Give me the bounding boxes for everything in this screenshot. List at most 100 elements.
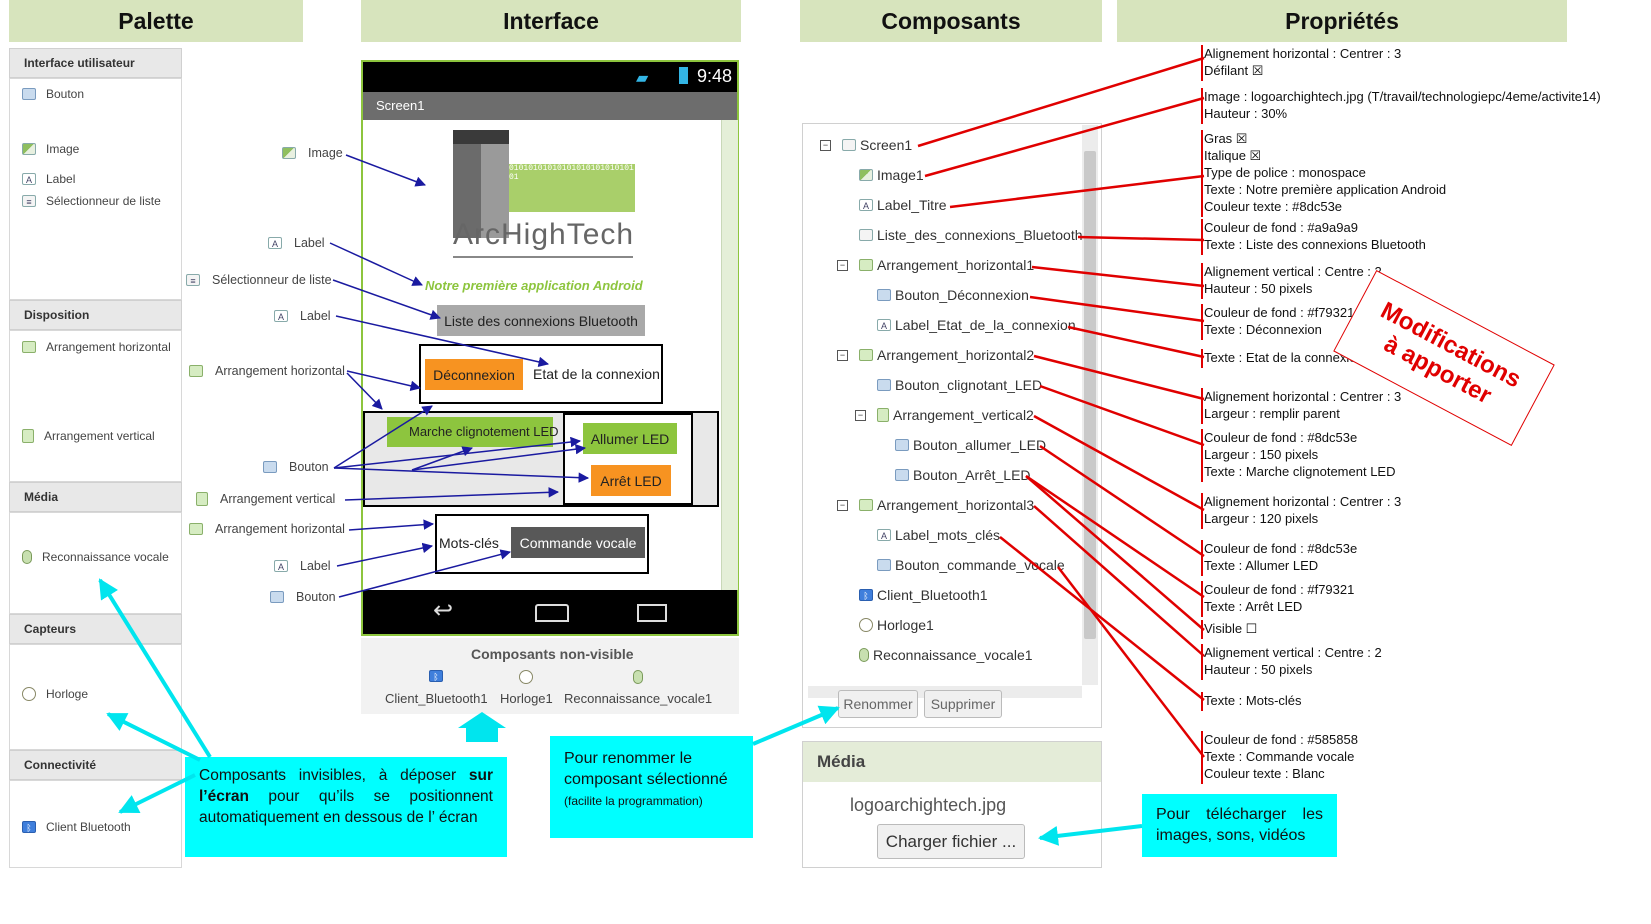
led-on-button[interactable]: Allumer LED xyxy=(583,423,677,454)
tree-item-label: Image1 xyxy=(877,167,924,183)
palette-item-label: Label xyxy=(46,172,76,186)
palette-section-capteurs[interactable]: Capteurs xyxy=(9,614,182,644)
tree-item[interactable]: Arrangement_horizontal3 xyxy=(859,497,1034,513)
logo-text: ArcHighTech xyxy=(453,218,635,251)
vertical-arrangement-icon xyxy=(877,408,889,422)
tree-collapse-toggle[interactable]: − xyxy=(837,350,848,361)
property-line: Couleur de fond : #f79321 xyxy=(1204,305,1355,320)
upload-button[interactable]: Charger fichier ... xyxy=(877,824,1025,859)
tree-item[interactable]: Arrangement_vertical2 xyxy=(877,407,1034,423)
list-picker-icon xyxy=(859,229,873,241)
tree-collapse-toggle[interactable]: − xyxy=(855,410,866,421)
tree-collapse-toggle[interactable]: − xyxy=(820,140,831,151)
palette-item-harrangement[interactable]: Arrangement horizontal xyxy=(22,340,171,354)
tree-scroll-thumb[interactable] xyxy=(1084,151,1096,639)
horizontal-arrangement-icon xyxy=(189,523,203,535)
property-line: Texte : Mots-clés xyxy=(1204,693,1302,708)
palette-item-bouton[interactable]: Bouton xyxy=(22,87,84,101)
nonvisible-clock[interactable]: Horloge1 xyxy=(500,691,553,706)
media-panel: Média logoarchightech.jpg Charger fichie… xyxy=(802,741,1102,868)
blink-button[interactable]: Marche clignotement LED xyxy=(387,417,559,447)
disconnect-button[interactable]: Déconnexion xyxy=(425,359,523,390)
led-off-button[interactable]: Arrêt LED xyxy=(591,465,671,496)
battery-icon xyxy=(679,67,688,84)
tree-collapse-toggle[interactable]: − xyxy=(837,260,848,271)
screen-title-bar: Screen1 xyxy=(363,92,737,120)
tree-item[interactable]: Horloge1 xyxy=(859,617,934,633)
app-title-label: Notre première application Android xyxy=(425,278,643,293)
vertical-arrangement-icon xyxy=(22,429,34,443)
rename-button[interactable]: Renommer xyxy=(838,690,918,718)
annot-button-1: Bouton xyxy=(263,460,329,474)
annot-list-picker: ≡Sélectionneur de liste xyxy=(186,273,332,287)
palette-item-list-picker[interactable]: ≡Sélectionneur de liste xyxy=(22,194,161,208)
list-connections-button[interactable]: Liste des connexions Bluetooth xyxy=(437,305,645,336)
property-line: Texte : Notre première application Andro… xyxy=(1204,182,1447,197)
tree-item[interactable]: Image1 xyxy=(859,167,924,183)
tree-item[interactable]: Reconnaissance_vocale1 xyxy=(859,647,1033,663)
palette-section-interface[interactable]: Interface utilisateur xyxy=(9,48,182,78)
label-icon: A xyxy=(859,199,873,211)
image-icon xyxy=(282,147,296,159)
label-icon: A xyxy=(274,310,288,322)
recents-icon[interactable] xyxy=(637,604,667,622)
annot-label: Arrangement horizontal xyxy=(215,364,345,378)
tree-scrollbar[interactable] xyxy=(1082,125,1098,685)
voice-command-button[interactable]: Commande vocale xyxy=(511,527,645,558)
button-icon xyxy=(895,469,909,481)
property-bracket xyxy=(1201,692,1203,711)
microphone-icon xyxy=(22,550,32,564)
interface-header: Interface xyxy=(361,0,741,42)
palette-section-connectivite[interactable]: Connectivité xyxy=(9,750,182,780)
palette-item-label: Sélectionneur de liste xyxy=(46,194,161,208)
clock-icon xyxy=(519,670,533,684)
tree-item[interactable]: Screen1 xyxy=(842,137,912,153)
tree-item[interactable]: Bouton_Arrêt_LED xyxy=(895,467,1031,483)
palette-section-media[interactable]: Média xyxy=(9,482,182,512)
property-line: Texte : Marche clignotement LED xyxy=(1204,464,1396,479)
tree-collapse-toggle[interactable]: − xyxy=(837,500,848,511)
property-line: Texte : Arrêt LED xyxy=(1204,599,1303,614)
back-icon[interactable]: ↩ xyxy=(433,597,454,624)
home-icon[interactable] xyxy=(535,604,569,622)
palette-item-speech[interactable]: Reconnaissance vocale xyxy=(22,550,169,564)
tree-item-label: Arrangement_horizontal2 xyxy=(877,347,1035,363)
annot-image: Image xyxy=(282,146,343,160)
phone-scrollbar[interactable] xyxy=(721,120,738,590)
tree-item[interactable]: Bouton_commande_vocale xyxy=(877,557,1065,573)
tree-item[interactable]: Arrangement_horizontal2 xyxy=(859,347,1034,363)
palette-item-varrangement[interactable]: Arrangement vertical xyxy=(22,429,155,443)
tree-item[interactable]: Arrangement_horizontal1 xyxy=(859,257,1034,273)
horizontal-arrangement-icon xyxy=(859,259,873,271)
tree-item-label: Bouton_allumer_LED xyxy=(913,437,1047,453)
label-icon: A xyxy=(877,529,891,541)
palette-item-image[interactable]: Image xyxy=(22,142,79,156)
palette-section-disposition[interactable]: Disposition xyxy=(9,300,182,330)
tree-item[interactable]: Bouton_clignotant_LED xyxy=(877,377,1042,393)
nonvisible-bluetooth[interactable]: Client_Bluetooth1 xyxy=(385,691,488,706)
tree-item[interactable]: Liste_des_connexions_Bluetooth xyxy=(859,227,1083,243)
tree-item[interactable]: Bouton_Déconnexion xyxy=(877,287,1029,303)
media-file[interactable]: logoarchightech.jpg xyxy=(850,795,1007,815)
horizontal-arrangement-icon xyxy=(859,349,873,361)
palette-item-horloge[interactable]: Horloge xyxy=(22,687,88,701)
horizontal-arrangement-icon xyxy=(859,499,873,511)
nonvisible-speech[interactable]: Reconnaissance_vocale1 xyxy=(564,691,713,706)
tree-item-label: Arrangement_horizontal1 xyxy=(877,257,1035,273)
label-icon: A xyxy=(877,319,891,331)
arrow-cyan-up xyxy=(458,712,506,742)
clock-icon xyxy=(22,687,36,701)
connection-state-label: Etat de la connexion xyxy=(533,366,660,382)
components-panel xyxy=(802,123,1102,728)
property-line: Italique ☒ xyxy=(1204,148,1262,163)
delete-button[interactable]: Supprimer xyxy=(924,690,1002,718)
property-line: Couleur de fond : #585858 xyxy=(1204,732,1358,747)
tree-item[interactable]: Bouton_allumer_LED xyxy=(895,437,1046,453)
property-line: Alignement horizontal : Centrer : 3 xyxy=(1204,46,1402,61)
